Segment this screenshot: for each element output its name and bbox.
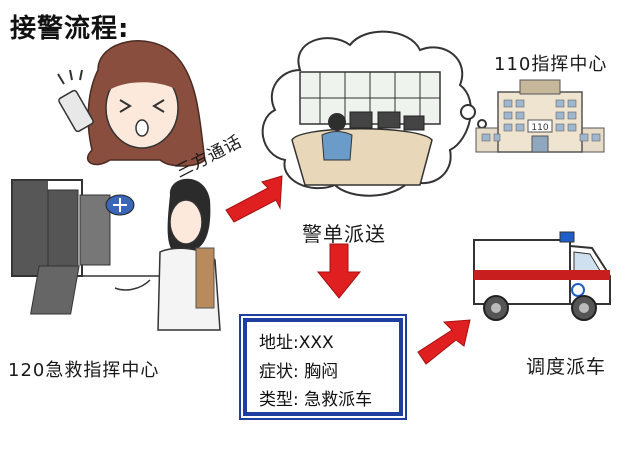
mobile-phone-icon bbox=[57, 69, 94, 133]
alarm-info-card: 地址:XXX 症状: 胸闷 类型: 急救派车 bbox=[239, 314, 407, 420]
diagram-title: 接警流程: bbox=[10, 14, 130, 44]
operator-desk-120 bbox=[11, 178, 221, 331]
label-110-command-center: 110指挥中心 bbox=[494, 54, 608, 75]
caller-woman bbox=[86, 40, 206, 167]
address-value: XXX bbox=[298, 333, 334, 353]
address-row: 地址:XXX bbox=[259, 328, 334, 353]
type-value: 急救派车 bbox=[304, 390, 373, 410]
address-label: 地址: bbox=[259, 333, 299, 353]
ambulance bbox=[473, 231, 611, 321]
symptom-label: 症状: bbox=[259, 362, 299, 382]
label-120-emergency-center: 120急救指挥中心 bbox=[8, 360, 160, 381]
label-vehicle-dispatch: 调度派车 bbox=[526, 356, 607, 378]
symptom-value: 胸闷 bbox=[304, 362, 339, 382]
type-label: 类型: bbox=[259, 390, 299, 410]
symptom-row: 症状: 胸闷 bbox=[259, 357, 338, 382]
building-sign-text: 110 bbox=[531, 123, 548, 133]
arrow-to-ambulance bbox=[417, 319, 471, 365]
label-alarm-dispatch: 警单派送 bbox=[302, 222, 386, 246]
arrow-down-to-card bbox=[316, 243, 362, 299]
police-building-110: 110 bbox=[475, 79, 605, 153]
arrow-to-120-center bbox=[225, 175, 283, 223]
type-row: 类型: 急救派车 bbox=[259, 385, 372, 410]
dispatch-room-scene bbox=[291, 71, 441, 186]
